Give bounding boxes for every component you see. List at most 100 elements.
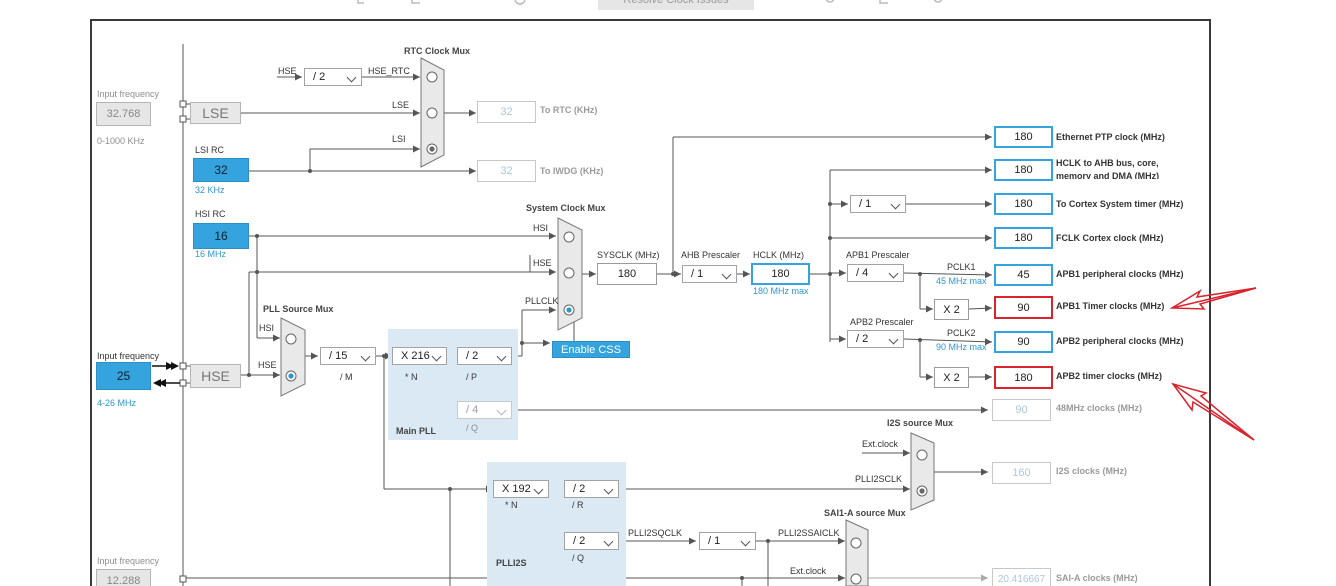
sysmux-hse-label: HSE	[533, 258, 552, 268]
fclk-cortex-label: FCLK Cortex clock (MHz)	[1056, 233, 1164, 243]
chevron-down-icon	[603, 536, 614, 547]
pll-n-label: * N	[405, 372, 418, 382]
chevron-down-icon	[721, 269, 732, 280]
clock-48mhz-label: 48MHz clocks (MHz)	[1056, 403, 1143, 413]
pll-q-divider-select[interactable]: / 4	[457, 401, 512, 419]
hclk-max-label: 180 MHz max	[753, 286, 809, 296]
plli2s-n-label: * N	[505, 500, 518, 510]
lsi-rc-value: 32	[193, 158, 249, 182]
lsi-rc-label: LSI RC	[195, 145, 225, 155]
apb1-timer-value[interactable]: 90	[994, 296, 1053, 319]
chevron-down-icon	[740, 536, 751, 547]
diagram-frame	[90, 19, 1211, 586]
plli2s-r-value: / 2	[573, 483, 586, 495]
plli2s-r-divider-select[interactable]: / 2	[564, 480, 619, 498]
apb1-peripheral-value[interactable]: 45	[994, 264, 1053, 286]
plli2s-sai-divider-select[interactable]: / 1	[699, 532, 756, 550]
apb2-peripheral-value[interactable]: 90	[994, 331, 1053, 353]
chevron-down-icon	[533, 484, 544, 495]
rtc-hse-label: HSE	[278, 66, 297, 76]
apb1-prescaler-select[interactable]: / 4	[847, 264, 904, 282]
pll-m-divider-select[interactable]: / 15	[320, 347, 376, 365]
chevron-down-icon	[890, 199, 901, 210]
plli2s-q-divider-select[interactable]: / 2	[564, 532, 619, 550]
hclk-input[interactable]: 180	[751, 263, 810, 285]
resolve-clock-issues-button[interactable]: Resolve Clock Issues	[598, 0, 754, 10]
plli2sqclk-label: PLLI2SQCLK	[628, 528, 683, 538]
ahb-prescaler-value: / 1	[691, 268, 704, 280]
hclk-label: HCLK (MHz)	[753, 250, 804, 260]
chevron-down-icon	[496, 351, 507, 362]
apb1-timer-multiplier: X 2	[934, 299, 969, 320]
sysmux-pllclk-label: PLLCLK	[525, 296, 559, 306]
rtc-hse-divider-select[interactable]: / 2	[304, 68, 362, 86]
red-annotation-arrows	[1169, 287, 1257, 441]
cortex-timer-divider-value: / 1	[859, 198, 872, 210]
pclk2-label: PCLK2	[947, 328, 976, 338]
pll-q-label: / Q	[466, 423, 479, 433]
plli2s-title: PLLI2S	[496, 558, 527, 568]
apb2-timer-value[interactable]: 180	[994, 366, 1053, 389]
lse-range-label: 0-1000 KHz	[97, 136, 145, 146]
lse-oscillator[interactable]: LSE	[190, 102, 241, 124]
ext-frequency-input[interactable]: 12.288	[96, 569, 151, 586]
ahb-prescaler-select[interactable]: / 1	[682, 265, 737, 283]
lsi-rc-unit: 32 KHz	[195, 185, 225, 195]
i2s-ext-clock-label: Ext.clock	[862, 439, 899, 449]
sai-a-clock-value: 20.416667	[992, 568, 1051, 586]
apb2-prescaler-select[interactable]: / 2	[847, 330, 904, 348]
hse-input-label: Input frequency	[97, 351, 160, 361]
ethernet-ptp-clock-value[interactable]: 180	[994, 126, 1053, 148]
pll-source-mux-title: PLL Source Mux	[263, 304, 334, 314]
pll-n-value: X 216	[401, 350, 430, 362]
sysclk-value: 180	[597, 263, 657, 285]
i2s-source-mux-title: I2S source Mux	[887, 418, 954, 428]
rtc-hse-divider-value: / 2	[313, 71, 326, 83]
plli2sclk-label: PLLI2SCLK	[855, 474, 903, 484]
rtc-hse-rtc-label: HSE_RTC	[368, 66, 410, 76]
sai1a-source-mux	[845, 519, 869, 586]
hse-oscillator[interactable]: HSE	[190, 364, 241, 388]
enable-css-button[interactable]: Enable CSS	[552, 341, 630, 358]
cortex-system-timer-label: To Cortex System timer (MHz)	[1056, 199, 1184, 209]
hse-bypass-arrows-icon	[152, 362, 180, 387]
system-clock-mux-title: System Clock Mux	[526, 203, 606, 213]
cortex-timer-divider-select[interactable]: / 1	[850, 195, 906, 213]
main-pll-title: Main PLL	[396, 426, 436, 436]
rtc-lse-label: LSE	[392, 100, 410, 110]
hse-frequency-input[interactable]: 25	[96, 362, 151, 390]
lse-input-label: Input frequency	[97, 89, 160, 99]
hsi-rc-unit: 16 MHz	[195, 249, 227, 259]
hsi-rc-label: HSI RC	[195, 209, 226, 219]
chevron-down-icon	[603, 484, 614, 495]
chevron-down-icon	[888, 334, 899, 345]
plli2s-q-value: / 2	[573, 535, 586, 547]
ahb-prescaler-label: AHB Prescaler	[681, 250, 741, 260]
apb2-peripheral-label: APB2 peripheral clocks (MHz)	[1056, 336, 1184, 346]
hse-range-label: 4-26 MHz	[97, 398, 137, 408]
sai1a-source-mux-title: SAI1-A source Mux	[824, 508, 906, 518]
i2s-clock-label: I2S clocks (MHz)	[1056, 466, 1128, 476]
top-toolbar-icons	[357, 0, 943, 5]
pll-m-value: / 15	[329, 350, 348, 362]
pll-p-divider-select[interactable]: / 2	[457, 347, 512, 365]
chevron-down-icon	[346, 72, 357, 83]
apb2-timer-multiplier: X 2	[934, 367, 969, 388]
sai-a-clock-label: SAI-A clocks (MHz)	[1056, 573, 1138, 583]
iwdg-output-label: To IWDG (KHz)	[540, 166, 604, 176]
chevron-down-icon	[888, 268, 899, 279]
fclk-cortex-value[interactable]: 180	[994, 227, 1053, 249]
clock-48mhz-value: 90	[992, 399, 1051, 421]
rtc-output-value: 32	[477, 101, 536, 123]
hsi-rc-value: 16	[193, 223, 249, 249]
chevron-down-icon	[496, 405, 507, 416]
apb2-prescaler-value: / 2	[856, 333, 869, 345]
apb1-peripheral-label: APB1 peripheral clocks (MHz)	[1056, 269, 1184, 279]
cortex-system-timer-value[interactable]: 180	[994, 193, 1053, 215]
plli2s-n-multiplier-select[interactable]: X 192	[493, 480, 549, 498]
pll-n-multiplier-select[interactable]: X 216	[392, 347, 447, 365]
hclk-ahb-value[interactable]: 180	[994, 159, 1053, 181]
lse-frequency-input[interactable]: 32.768	[96, 102, 151, 126]
apb2-timer-label: APB2 timer clocks (MHz)	[1056, 371, 1163, 381]
